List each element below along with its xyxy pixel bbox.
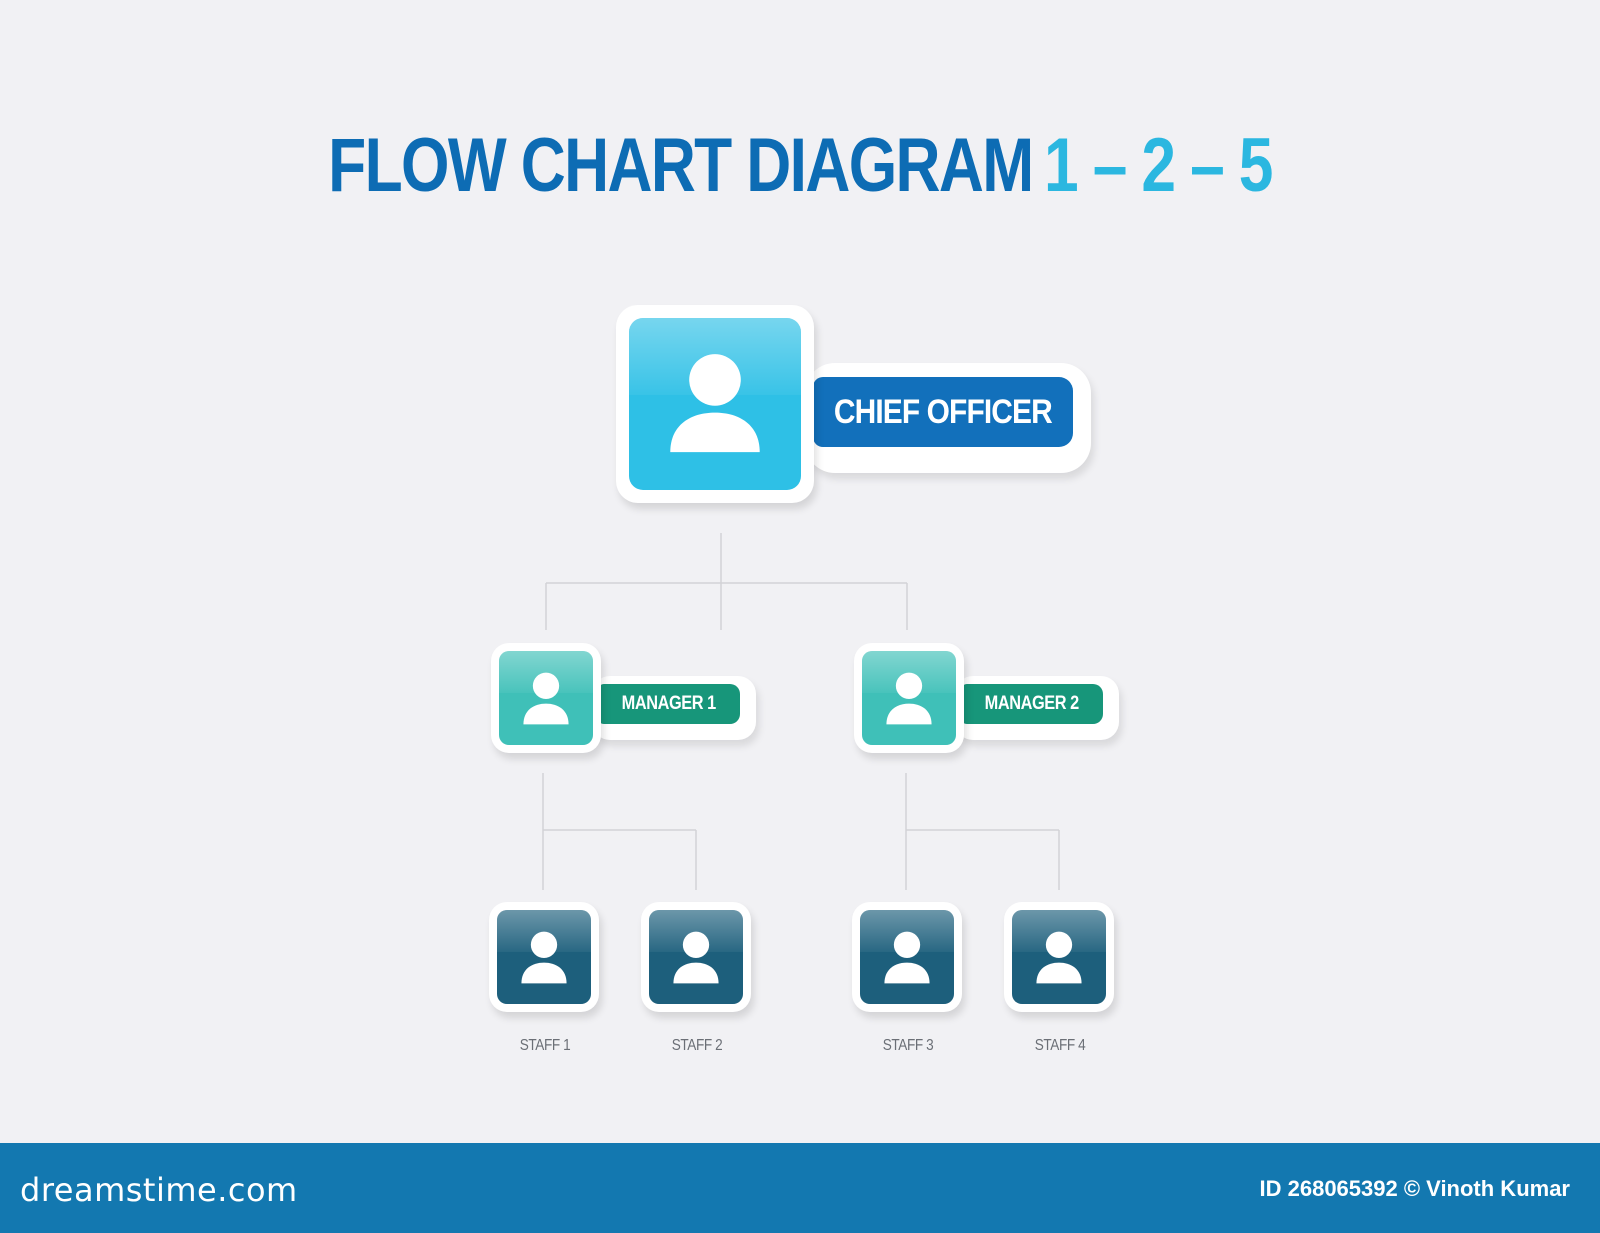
manager-1-node [491,643,601,753]
chief-label: CHIEF OFFICER [834,392,1053,431]
person-icon [670,354,760,453]
title-main: FLOW CHART DIAGRAM [328,123,1034,208]
staff-1-label: STAFF 1 [519,1037,571,1054]
manager-1-label-card: MANAGER 1 [592,676,756,740]
person-icon [521,931,567,984]
person-icon [523,672,569,725]
chief-label-card: CHIEF OFFICER [805,363,1091,473]
person-icon [884,931,930,984]
manager-1-label: MANAGER 1 [621,693,717,714]
staff-4-node [1004,902,1114,1012]
image-credit: ID 268065392 © Vinoth Kumar [1259,1176,1571,1201]
manager-2-label: MANAGER 2 [984,693,1080,714]
staff-1-node [489,902,599,1012]
manager-2-node [854,643,964,753]
person-icon [1036,931,1082,984]
staff-3-label: STAFF 3 [882,1037,934,1054]
person-icon [886,672,932,725]
footer-bar: dreamstime.com ID 268065392 © Vinoth Kum… [0,1143,1600,1233]
manager-2-label-card: MANAGER 2 [955,676,1119,740]
chief-node [616,305,814,503]
staff-4-label: STAFF 4 [1034,1037,1086,1054]
brand-logo-text[interactable]: dreamstime.com [20,1171,298,1209]
staff-2-node [641,902,751,1012]
staff-2-label: STAFF 2 [671,1037,723,1054]
staff-3-node [852,902,962,1012]
person-icon [673,931,719,984]
title-numbers: 1 – 2 – 5 [1044,123,1273,208]
